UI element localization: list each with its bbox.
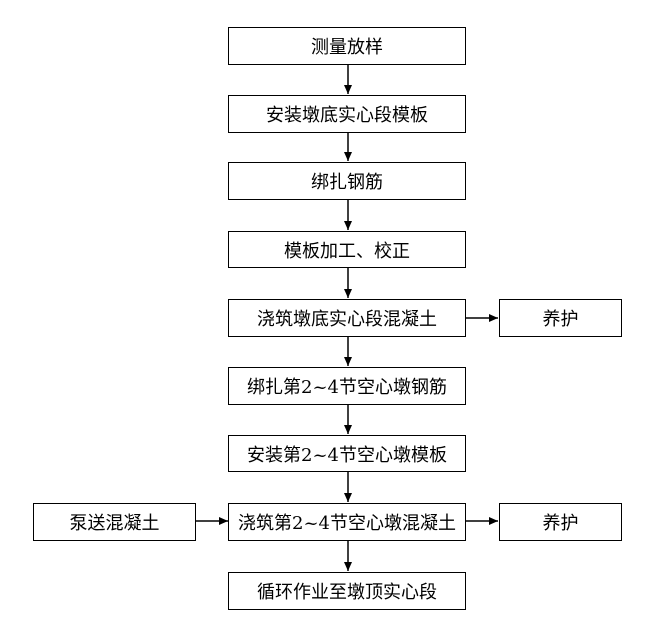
curing-box-2: 养护 xyxy=(499,503,622,541)
step-pour-hollow-concrete: 浇筑第2~4节空心墩混凝土 xyxy=(228,503,466,541)
step-repeat-to-top: 循环作业至墩顶实心段 xyxy=(228,572,466,610)
curing-box-1: 养护 xyxy=(499,299,622,337)
step-install-base-formwork: 安装墩底实心段模板 xyxy=(228,95,466,133)
step-install-hollow-formwork: 安装第2~4节空心墩模板 xyxy=(228,435,466,472)
step-formwork-fabrication: 模板加工、校正 xyxy=(228,231,466,268)
step-pour-base-concrete: 浇筑墩底实心段混凝土 xyxy=(228,299,466,337)
step-tie-hollow-rebar: 绑扎第2~4节空心墩钢筋 xyxy=(228,367,466,405)
pump-concrete-box: 泵送混凝土 xyxy=(33,503,196,541)
step-survey-layout: 测量放样 xyxy=(228,27,466,65)
step-tie-rebar: 绑扎钢筋 xyxy=(228,162,466,200)
